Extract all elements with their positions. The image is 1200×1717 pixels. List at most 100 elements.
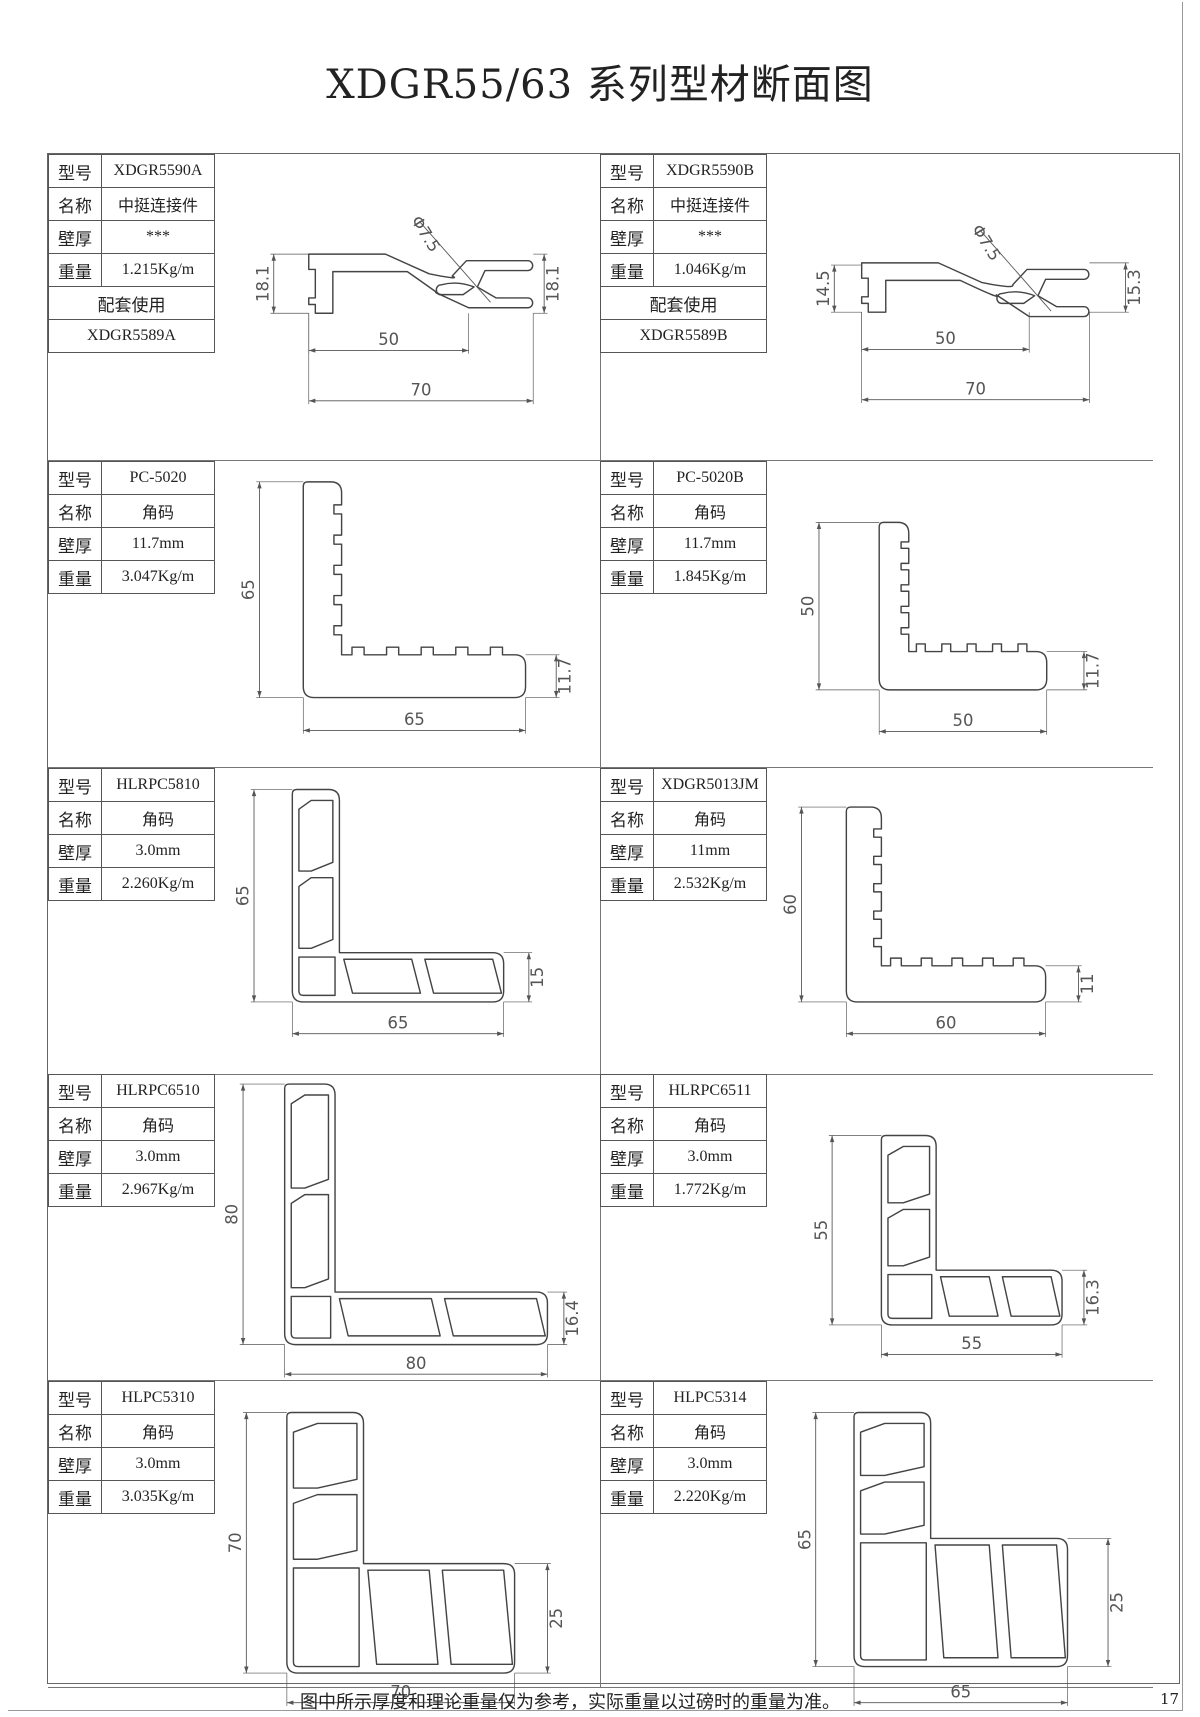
page-border bbox=[8, 2, 1183, 1711]
companion-model: XDGR5589A bbox=[48, 319, 215, 353]
spec-value: 11.7mm bbox=[101, 527, 215, 561]
spec-label: 壁厚 bbox=[48, 834, 102, 868]
spec-value: 3.047Kg/m bbox=[101, 560, 215, 594]
spec-value: 角码 bbox=[101, 801, 215, 835]
spec-value: 1.772Kg/m bbox=[653, 1173, 767, 1207]
spec-value: XDGR5590A bbox=[101, 154, 215, 188]
spec-value: 角码 bbox=[653, 494, 767, 528]
spec-value: HLRPC5810 bbox=[101, 768, 215, 802]
spec-value: 角码 bbox=[101, 1414, 215, 1448]
spec-label: 型号 bbox=[600, 461, 654, 495]
spec-value: 3.035Kg/m bbox=[101, 1480, 215, 1514]
spec-label: 重量 bbox=[48, 560, 102, 594]
spec-value: 3.0mm bbox=[101, 834, 215, 868]
companion-model: XDGR5589B bbox=[600, 319, 767, 353]
spec-value: 角码 bbox=[653, 1107, 767, 1141]
footer-note: 图中所示厚度和理论重量仅为参考，实际重量以过磅时的重量为准。 bbox=[300, 1692, 840, 1713]
spec-value: 角码 bbox=[653, 1414, 767, 1448]
spec-label: 名称 bbox=[600, 801, 654, 835]
spec-label: 型号 bbox=[48, 154, 102, 188]
page-title: XDGR55/63 系列型材断面图 bbox=[326, 62, 874, 108]
spec-label: 重量 bbox=[600, 1173, 654, 1207]
spec-label: 型号 bbox=[600, 154, 654, 188]
spec-row-name: 名称角码 bbox=[600, 1414, 767, 1448]
spec-label: 名称 bbox=[600, 187, 654, 221]
spec-row-wall: 壁厚*** bbox=[48, 220, 215, 254]
spec-label: 型号 bbox=[48, 1074, 102, 1108]
spec-label: 名称 bbox=[48, 494, 102, 528]
spec-label: 壁厚 bbox=[600, 220, 654, 254]
spec-label: 名称 bbox=[600, 1107, 654, 1141]
spec-row-name: 名称角码 bbox=[48, 801, 215, 835]
spec-label: 型号 bbox=[600, 768, 654, 802]
spec-label: 壁厚 bbox=[600, 834, 654, 868]
spec-value: HLRPC6510 bbox=[101, 1074, 215, 1108]
spec-value: 1.046Kg/m bbox=[653, 253, 767, 287]
spec-label: 重量 bbox=[600, 253, 654, 287]
spec-label: 重量 bbox=[48, 1173, 102, 1207]
companion-label: 配套使用 bbox=[48, 286, 215, 320]
companion-label: 配套使用 bbox=[600, 286, 767, 320]
spec-label: 重量 bbox=[600, 1480, 654, 1514]
spec-label: 型号 bbox=[600, 1074, 654, 1108]
spec-label: 壁厚 bbox=[600, 1447, 654, 1481]
spec-value: 3.0mm bbox=[653, 1447, 767, 1481]
spec-label: 重量 bbox=[48, 867, 102, 901]
spec-label: 壁厚 bbox=[48, 1140, 102, 1174]
spec-label: 壁厚 bbox=[48, 220, 102, 254]
spec-value: 1.215Kg/m bbox=[101, 253, 215, 287]
spec-value: 3.0mm bbox=[101, 1140, 215, 1174]
spec-row-name: 名称角码 bbox=[48, 1414, 215, 1448]
spec-row-name: 名称中挺连接件 bbox=[48, 187, 215, 221]
spec-label: 名称 bbox=[600, 494, 654, 528]
spec-label: 名称 bbox=[600, 1414, 654, 1448]
spec-row-name: 名称角码 bbox=[600, 494, 767, 528]
page-number: 17 bbox=[1160, 1690, 1180, 1708]
spec-label: 壁厚 bbox=[48, 527, 102, 561]
spec-label: 重量 bbox=[48, 253, 102, 287]
spec-value: 2.967Kg/m bbox=[101, 1173, 215, 1207]
spec-value: 2.532Kg/m bbox=[653, 867, 767, 901]
spec-label: 名称 bbox=[48, 187, 102, 221]
spec-row-wall: 壁厚*** bbox=[600, 220, 767, 254]
spec-value: HLRPC6511 bbox=[653, 1074, 767, 1108]
spec-value: 角码 bbox=[653, 801, 767, 835]
spec-label: 壁厚 bbox=[48, 1447, 102, 1481]
spec-row-name: 名称角码 bbox=[48, 1107, 215, 1141]
spec-label: 型号 bbox=[48, 1381, 102, 1415]
spec-value: 11mm bbox=[653, 834, 767, 868]
spec-value: 3.0mm bbox=[101, 1447, 215, 1481]
